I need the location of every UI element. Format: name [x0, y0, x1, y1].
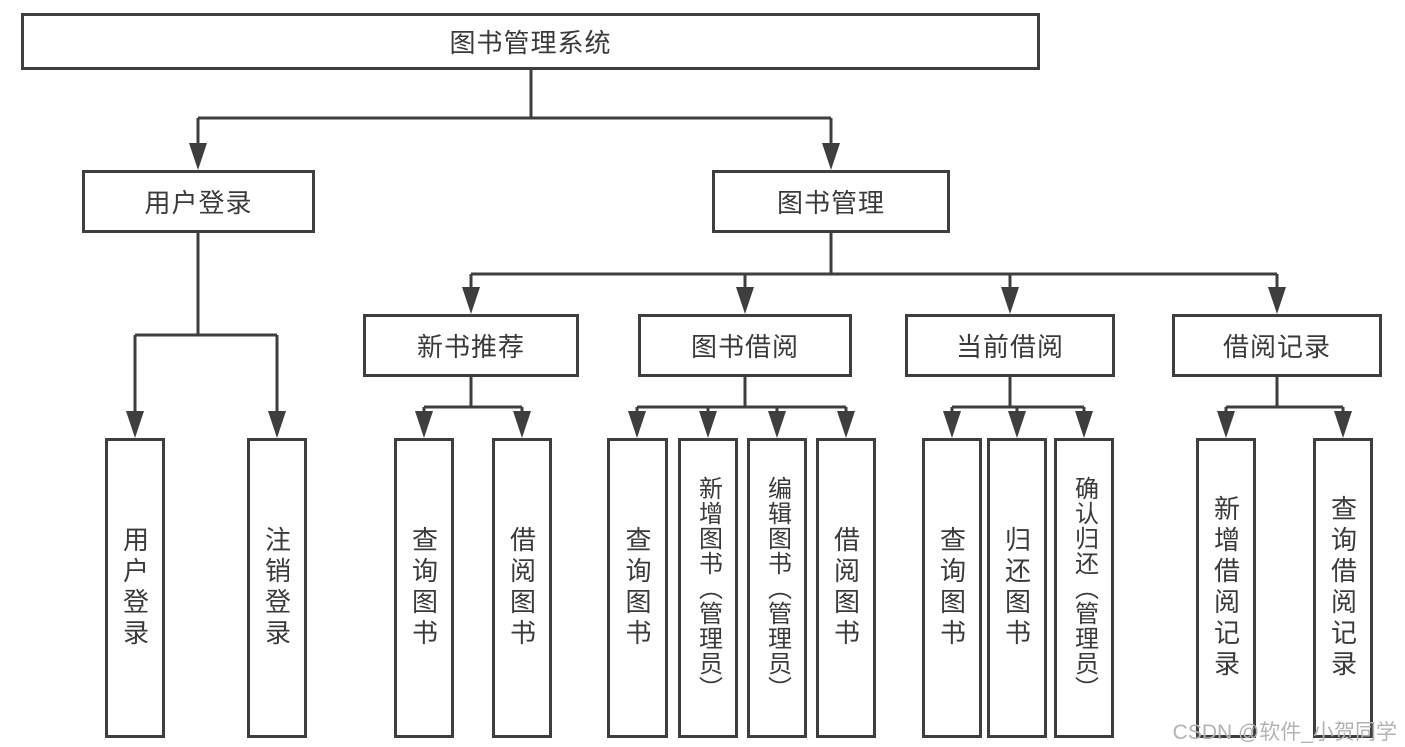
- node-label: 查询图书: [408, 526, 439, 650]
- connector-new-book-recommend-to-leaves: [422, 377, 524, 414]
- arrowhead-icon: [736, 287, 754, 314]
- node-label: 借阅图书: [830, 526, 861, 650]
- node-label: 图书管理: [776, 188, 885, 218]
- node-label: 用户登录: [144, 188, 253, 218]
- node-book-management: 图书管理: [712, 170, 950, 233]
- arrowhead-icon: [837, 411, 855, 438]
- leaf-edit-books-admin: 编辑图书（管理员）: [747, 438, 807, 738]
- node-label: 借阅图书: [506, 526, 537, 650]
- leaf-borrow-books-recommend: 借阅图书: [492, 438, 552, 738]
- node-label: 图书借阅: [690, 332, 799, 362]
- node-label: 归还图书: [1001, 526, 1032, 650]
- arrowhead-icon: [699, 411, 717, 438]
- connector-current-borrow-to-leaves: [950, 377, 1086, 414]
- node-current-borrow: 当前借阅: [905, 314, 1115, 377]
- leaf-query-borrow-record: 查询借阅记录: [1313, 438, 1373, 738]
- leaf-add-books-admin: 新增图书（管理员）: [678, 438, 738, 738]
- leaf-confirm-return-admin: 确认归还（管理员）: [1054, 438, 1114, 738]
- arrowhead-icon: [1075, 411, 1093, 438]
- leaf-query-books-current: 查询图书: [922, 438, 982, 738]
- leaf-borrow-books: 借阅图书: [816, 438, 876, 738]
- node-label: 确认归还（管理员）: [1070, 475, 1098, 701]
- arrowhead-icon: [268, 411, 286, 438]
- arrowhead-icon: [1334, 411, 1352, 438]
- arrowhead-icon: [628, 411, 646, 438]
- connector-book-management-to-level3: [469, 233, 1279, 292]
- node-label: 查询图书: [622, 526, 652, 650]
- arrowheads: [126, 143, 1352, 438]
- node-label: 借阅记录: [1222, 332, 1331, 362]
- arrowhead-icon: [1001, 287, 1019, 314]
- arrowhead-icon: [822, 143, 840, 170]
- csdn-watermark: CSDN @软件_小贺同学: [1172, 721, 1397, 744]
- node-label: 注销登录: [261, 526, 292, 650]
- arrowhead-icon: [126, 411, 144, 438]
- leaf-user-login: 用户登录: [105, 438, 165, 738]
- node-label: 新增图书（管理员）: [694, 475, 722, 701]
- arrowhead-icon: [1268, 287, 1286, 314]
- node-label: 查询借阅记录: [1327, 495, 1358, 681]
- arrowhead-icon: [943, 411, 961, 438]
- node-label: 当前借阅: [955, 332, 1064, 362]
- node-label: 图书管理系统: [449, 28, 612, 58]
- node-root-system: 图书管理系统: [21, 13, 1040, 70]
- node-new-book-recommend: 新书推荐: [363, 314, 579, 377]
- node-borrow-records: 借阅记录: [1172, 314, 1382, 377]
- arrowhead-icon: [1217, 411, 1235, 438]
- node-label: 查询图书: [936, 526, 967, 650]
- node-label: 用户登录: [119, 526, 150, 650]
- leaf-logout: 注销登录: [247, 438, 307, 738]
- connector-book-borrow-to-leaves: [635, 377, 848, 414]
- arrowhead-icon: [462, 287, 480, 314]
- node-user-login-group: 用户登录: [82, 170, 315, 233]
- arrowhead-icon: [415, 411, 433, 438]
- node-label: 新增借阅记录: [1210, 495, 1241, 681]
- node-book-borrow: 图书借阅: [638, 314, 852, 377]
- leaf-query-books-borrow: 查询图书: [607, 438, 668, 738]
- arrowhead-icon: [513, 411, 531, 438]
- node-label: 新书推荐: [416, 332, 525, 362]
- arrowhead-icon: [1008, 411, 1026, 438]
- leaf-return-books: 归还图书: [987, 438, 1047, 738]
- connector-user-login-to-leaves: [133, 233, 279, 414]
- connector-borrow-records-to-leaves: [1224, 377, 1345, 414]
- arrowhead-icon: [189, 143, 207, 170]
- node-label: 编辑图书（管理员）: [763, 475, 791, 701]
- connector-root-to-level2: [196, 70, 833, 146]
- arrowhead-icon: [768, 411, 786, 438]
- leaf-add-borrow-record: 新增借阅记录: [1196, 438, 1256, 738]
- leaf-query-books-recommend: 查询图书: [394, 438, 454, 738]
